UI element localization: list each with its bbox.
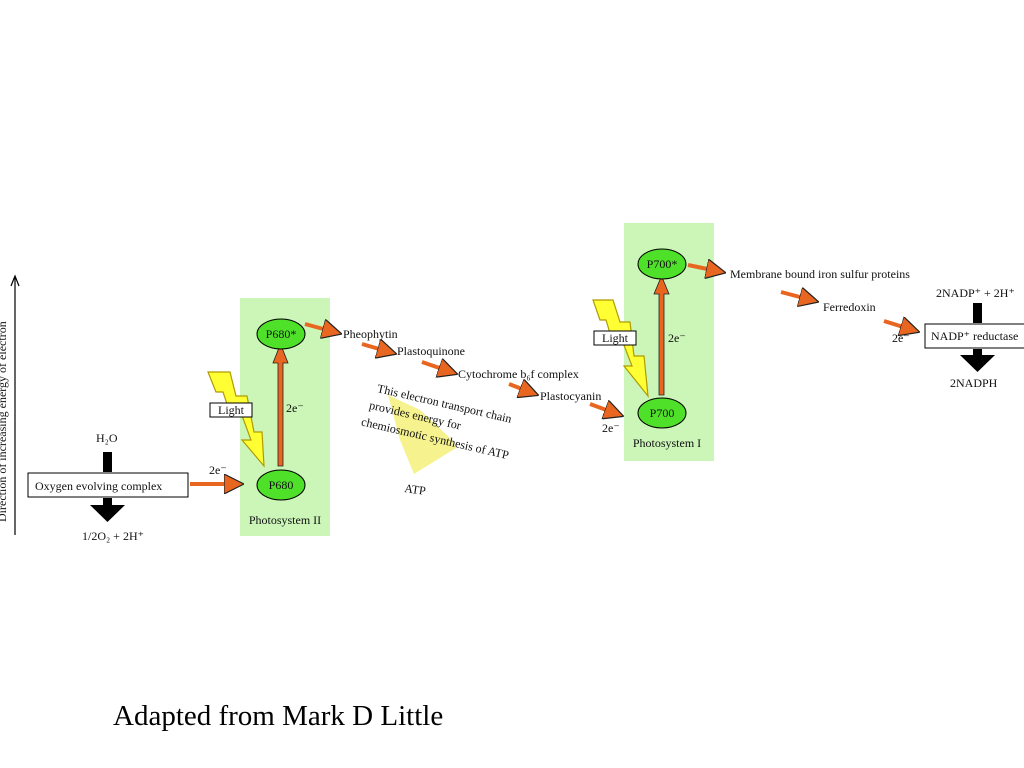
energy-axis-label: Direction of increasing energy of electr… bbox=[0, 321, 9, 522]
ferredoxin-label: Ferredoxin bbox=[823, 300, 876, 314]
plastoquinone-to-cytochrome-arrow bbox=[421, 362, 454, 373]
ps2-light-box bbox=[209, 402, 253, 418]
p700-excited-label: P700* bbox=[647, 257, 678, 271]
nadp-reductase-box bbox=[924, 323, 1024, 349]
p680-excited-node bbox=[256, 318, 306, 350]
water-electrons-label: 2e⁻ bbox=[209, 463, 227, 477]
lightning-icon bbox=[207, 371, 265, 468]
p680-excited-label: P680* bbox=[266, 327, 297, 341]
ps1-excitation-arrow bbox=[653, 274, 670, 396]
p700-label: P700 bbox=[650, 406, 675, 420]
oxygen-evolving-complex-label: Oxygen evolving complex bbox=[35, 479, 162, 493]
plastocyanin-label: Plastocyanin bbox=[540, 389, 601, 403]
lightning-icon bbox=[592, 299, 649, 398]
nadp-reductase-label: NADP⁺ reductase bbox=[931, 329, 1018, 343]
atp-label: ATP bbox=[404, 481, 427, 498]
ps1-electrons-in-label: 2e⁻ bbox=[602, 421, 620, 435]
electron-transport-chain: Pheophytin Plastoquinone Cytochrome b₆f … bbox=[304, 324, 620, 498]
cytochrome-label: Cytochrome b₆f complex bbox=[458, 367, 579, 381]
water-label: H₂O bbox=[96, 431, 118, 445]
nadp-inputs-label: 2NADP⁺ + 2H⁺ bbox=[936, 286, 1015, 300]
p700-node bbox=[637, 397, 687, 429]
ps2-electrons-label: 2e⁻ bbox=[286, 401, 304, 415]
ps1-light-box bbox=[593, 330, 637, 346]
p700-excited-node bbox=[637, 248, 687, 280]
plastoquinone-label: Plastoquinone bbox=[397, 344, 465, 358]
reductase-electrons-label: 2e⁻ bbox=[892, 331, 910, 345]
pheophytin-label: Pheophytin bbox=[343, 327, 398, 341]
p680-label: P680 bbox=[269, 478, 294, 492]
cytochrome-to-plastocyanin-arrow bbox=[508, 384, 535, 394]
pheophytin-to-plastoquinone-arrow bbox=[361, 344, 393, 353]
iron-sulfur-to-ferredoxin-arrow bbox=[780, 292, 815, 301]
down-arrow-icon bbox=[960, 355, 995, 372]
credit-caption: Adapted from Mark D Little bbox=[113, 700, 444, 732]
energy-axis: Direction of increasing energy of electr… bbox=[0, 274, 20, 535]
ps1-label: Photosystem I bbox=[633, 436, 701, 450]
photosystem-ii: P680 P680* 2e⁻ Light Photosystem II bbox=[207, 318, 321, 527]
photosystem-i: 2e⁻ P700 P700* 2e⁻ Light Photosystem I bbox=[592, 248, 701, 450]
ps2-light-label: Light bbox=[218, 403, 245, 417]
atp-arrow-icon bbox=[388, 395, 456, 474]
p700-to-iron-sulfur-arrow bbox=[687, 265, 722, 272]
down-arrow-icon bbox=[90, 505, 125, 522]
ps2-excitation-arrow bbox=[272, 342, 289, 467]
p680-node bbox=[256, 469, 306, 501]
water-splitting: H₂O Oxygen evolving complex 1/2O₂ + 2H⁺ … bbox=[27, 431, 240, 543]
plastocyanin-to-p700-arrow bbox=[589, 404, 620, 415]
ferredoxin-to-reductase-arrow bbox=[883, 321, 916, 331]
ps1-electrons-up-label: 2e⁻ bbox=[668, 331, 686, 345]
oxygen-evolving-complex-box bbox=[27, 472, 189, 498]
iron-sulfur-label: Membrane bound iron sulfur proteins bbox=[730, 267, 910, 281]
nadph-label: 2NADPH bbox=[950, 376, 998, 390]
water-products-label: 1/2O₂ + 2H⁺ bbox=[82, 529, 144, 543]
p680-to-pheophytin-arrow bbox=[304, 324, 338, 333]
ps1-light-label: Light bbox=[602, 331, 629, 345]
nadp-reduction: Membrane bound iron sulfur proteins Ferr… bbox=[687, 265, 1024, 390]
ps2-label: Photosystem II bbox=[249, 513, 321, 527]
